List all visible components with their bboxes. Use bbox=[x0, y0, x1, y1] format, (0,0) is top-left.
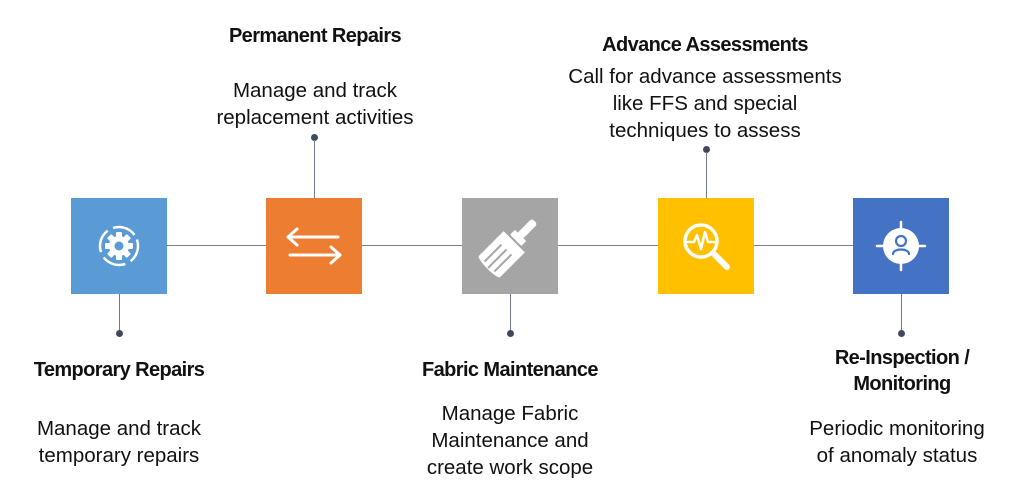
step-stem-advance-assessments bbox=[706, 152, 707, 198]
target-person-icon bbox=[875, 220, 927, 272]
step-title-re-inspection-monitoring: Re-Inspection / Monitoring bbox=[834, 347, 970, 395]
step-stem-permanent-repairs bbox=[314, 140, 315, 198]
step-dot-advance-assessments bbox=[703, 146, 710, 153]
step-title-fabric-maintenance: Fabric Maintenance bbox=[422, 359, 599, 381]
step-description-re-inspection-monitoring: Periodic monitoring of anomaly status bbox=[809, 417, 985, 467]
step-title-temporary-repairs: Temporary Repairs bbox=[33, 359, 205, 381]
step-description-advance-assessments: Call for advance assessments like FFS an… bbox=[568, 65, 842, 142]
step-title-advance-assessments: Advance Assessments bbox=[602, 34, 808, 56]
step-stem-re-inspection-monitoring bbox=[901, 294, 902, 332]
step-title-permanent-repairs: Permanent Repairs bbox=[228, 25, 402, 47]
step-stem-fabric-maintenance bbox=[510, 294, 511, 332]
step-box-temporary-repairs bbox=[71, 198, 167, 294]
step-dot-temporary-repairs bbox=[116, 330, 123, 337]
paint-brush-icon bbox=[478, 219, 537, 278]
step-box-fabric-maintenance bbox=[462, 198, 558, 294]
gear-cycle-icon bbox=[98, 225, 140, 267]
step-description-permanent-repairs: Manage and track replacement activities bbox=[216, 79, 414, 129]
step-box-re-inspection-monitoring bbox=[853, 198, 949, 294]
step-description-temporary-repairs: Manage and track temporary repairs bbox=[36, 417, 202, 467]
step-dot-permanent-repairs bbox=[311, 134, 318, 141]
step-box-permanent-repairs bbox=[266, 198, 362, 294]
step-dot-fabric-maintenance bbox=[507, 330, 514, 337]
magnifier-pulse-icon bbox=[683, 223, 730, 270]
swap-arrows-icon bbox=[286, 227, 342, 265]
step-stem-temporary-repairs bbox=[119, 294, 120, 332]
step-description-fabric-maintenance: Manage Fabric Maintenance and create wor… bbox=[426, 402, 594, 479]
step-box-advance-assessments bbox=[658, 198, 754, 294]
step-dot-re-inspection-monitoring bbox=[898, 330, 905, 337]
